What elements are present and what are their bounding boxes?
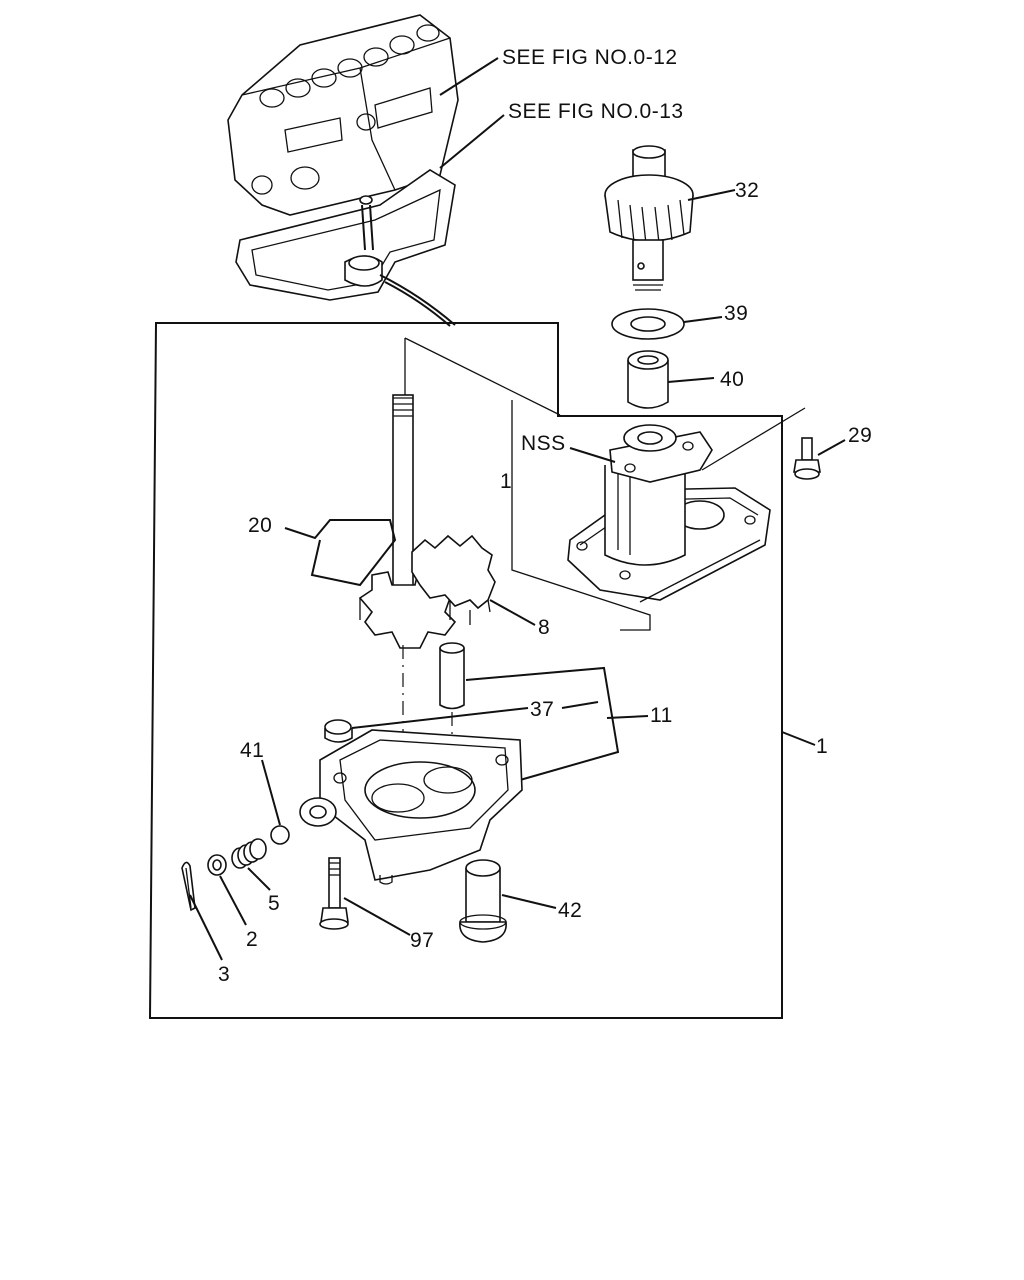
callout-97-leader — [343, 897, 411, 936]
callout-40-leader — [667, 377, 715, 383]
callout-20: 20 — [248, 514, 272, 537]
callout-41-leader — [261, 759, 281, 826]
fig-0-12-leader — [439, 57, 499, 96]
callout-3-leader — [189, 894, 223, 961]
callout-20-leader — [284, 519, 397, 587]
assembly-boundary-box — [148, 322, 783, 1019]
reference-fig-0-12: SEE FIG NO.0-12 — [502, 46, 678, 69]
bushing-40 — [627, 350, 669, 409]
washer-2 — [207, 854, 227, 876]
spring-5 — [231, 838, 267, 869]
callout-5-leader — [247, 867, 271, 891]
callout-97: 97 — [410, 929, 434, 952]
callout-5: 5 — [268, 892, 280, 915]
sleeve-42 — [459, 859, 507, 943]
bolt-29 — [793, 437, 821, 480]
callout-2: 2 — [246, 928, 258, 951]
callout-1-outer-leader — [781, 731, 816, 746]
callout-1-outer: 1 — [816, 735, 828, 758]
callout-8-leader — [489, 599, 536, 626]
callout-11-bracket — [465, 666, 620, 781]
callout-29: 29 — [848, 424, 872, 447]
driven-gear-8 — [411, 534, 496, 625]
callout-32: 32 — [735, 179, 759, 202]
drive-gear-32 — [604, 145, 694, 291]
callout-11: 11 — [650, 704, 673, 727]
callout-41: 41 — [240, 739, 264, 762]
pump-shaft-20 — [392, 394, 414, 596]
pump-upper-housing-nss — [567, 424, 771, 603]
pump-body-housing — [299, 729, 523, 885]
ball-41 — [270, 825, 290, 845]
callout-3: 3 — [218, 963, 230, 986]
callout-40: 40 — [720, 368, 744, 391]
bolt-29-bracket-line — [701, 407, 806, 471]
callout-32-leader — [687, 189, 736, 201]
callout-2-leader — [219, 875, 247, 926]
callout-37-dash — [561, 701, 599, 709]
washer-39 — [611, 308, 685, 340]
callout-39-leader — [683, 316, 723, 323]
fig-0-13-leader — [439, 114, 505, 169]
callout-nss-leader — [569, 447, 616, 463]
callout-42-leader — [501, 894, 557, 909]
callout-39: 39 — [724, 302, 748, 325]
callout-29-leader — [817, 439, 846, 456]
callout-1-inner: 1 — [500, 470, 512, 493]
plug-37 — [324, 719, 353, 743]
pin-37 — [439, 642, 465, 710]
callout-nss: NSS — [521, 432, 566, 455]
callout-11-leader — [606, 715, 649, 719]
callout-37: 37 — [530, 698, 554, 721]
callout-37-leader — [351, 707, 529, 729]
callout-8: 8 — [538, 616, 550, 639]
callout-42: 42 — [558, 899, 582, 922]
reference-fig-0-13: SEE FIG NO.0-13 — [508, 100, 684, 123]
bolt-97 — [319, 857, 349, 930]
engine-block-illustration — [227, 14, 459, 327]
